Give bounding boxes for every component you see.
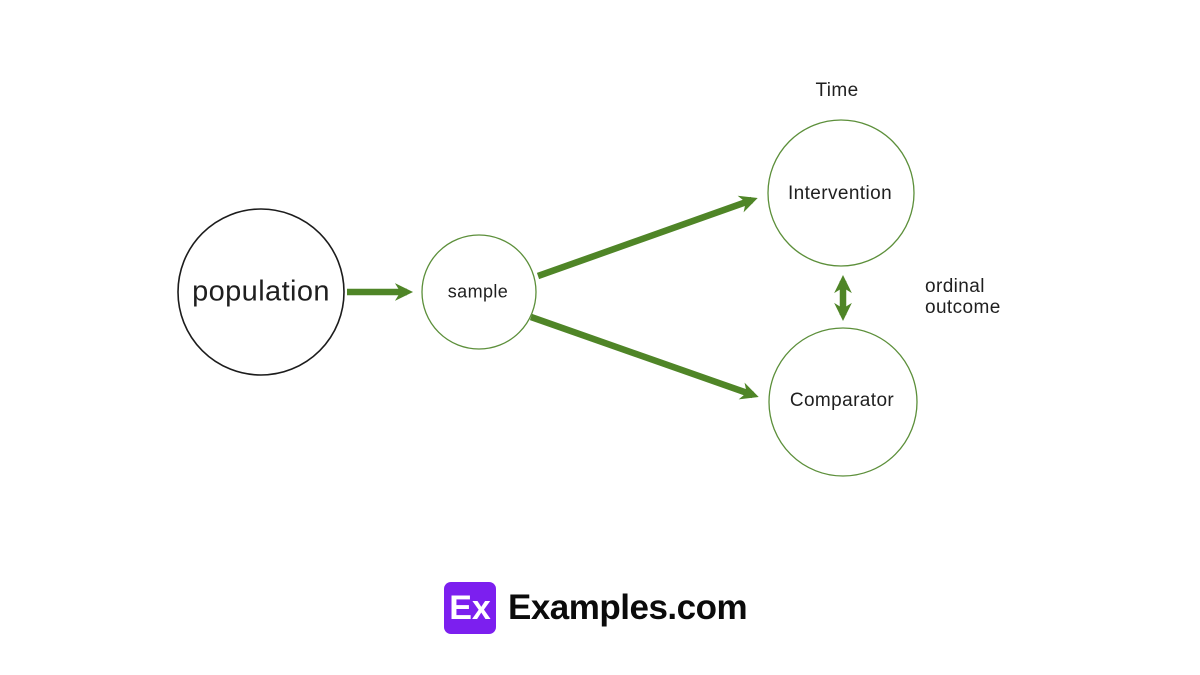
examples-logo-badge: Ex bbox=[444, 582, 496, 634]
examples-logo: Ex Examples.com bbox=[444, 582, 748, 634]
sample-circle bbox=[421, 234, 537, 350]
population-label: population bbox=[192, 275, 330, 308]
intervention-label: Intervention bbox=[787, 183, 893, 204]
comparator-circle bbox=[768, 327, 918, 477]
ordinal-outcome-annotation: ordinal outcome bbox=[925, 276, 1001, 318]
arrow-sample-to-comparator bbox=[529, 313, 759, 400]
arrow-sample-to-intervention bbox=[536, 195, 758, 280]
sample-label: sample bbox=[447, 281, 509, 302]
population-circle bbox=[177, 208, 345, 376]
comparator-label: Comparator bbox=[789, 390, 895, 411]
examples-logo-text: Examples.com bbox=[508, 588, 748, 627]
time-annotation: Time bbox=[815, 80, 859, 101]
intervention-circle bbox=[767, 119, 915, 267]
